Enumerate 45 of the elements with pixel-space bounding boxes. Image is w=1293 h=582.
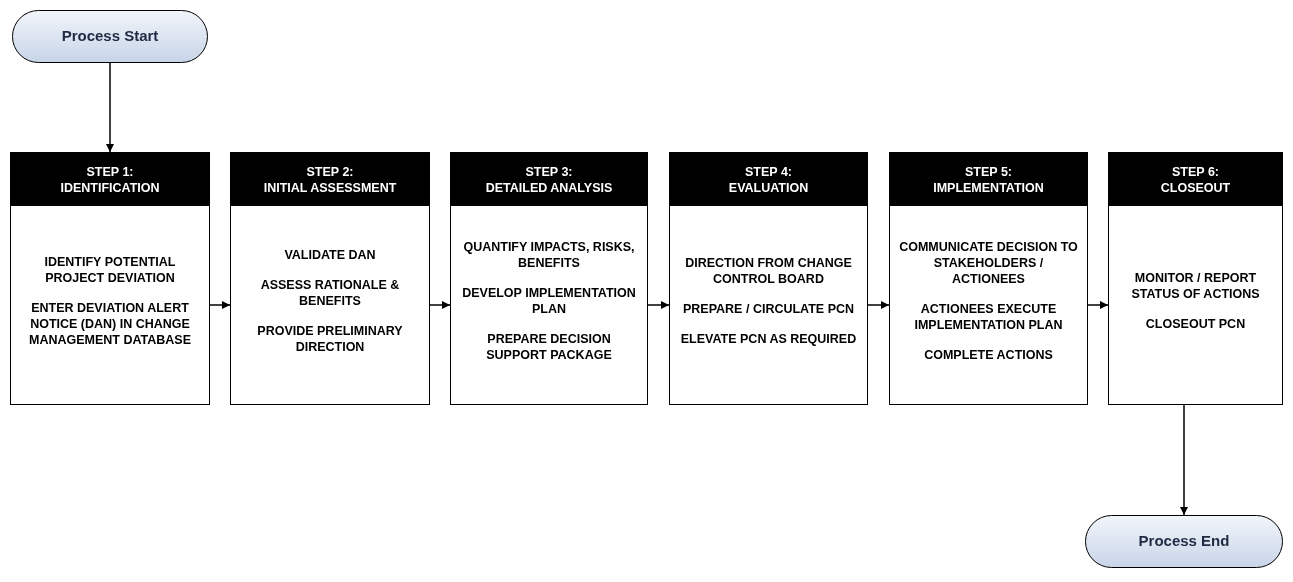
step-title: IDENTIFICATION bbox=[60, 179, 160, 196]
arrow bbox=[209, 301, 231, 309]
step-title: INITIAL ASSESSMENT bbox=[263, 179, 397, 196]
step-task: ENTER DEVIATION ALERT NOTICE (DAN) IN CHANGE MANAGEMENT DATABASE bbox=[28, 300, 192, 348]
step-title: STEP 2: bbox=[306, 163, 354, 180]
step-title: EVALUATION bbox=[728, 179, 809, 196]
step-box bbox=[669, 152, 868, 405]
step-task: QUANTIFY IMPACTS, RISKS, BENEFITS bbox=[462, 239, 636, 271]
step-title: STEP 3: bbox=[525, 163, 573, 180]
step-box bbox=[230, 152, 430, 405]
terminal-label: Process Start bbox=[61, 26, 159, 47]
step-title: STEP 6: bbox=[1172, 163, 1219, 180]
step-box bbox=[1108, 152, 1283, 405]
step-box bbox=[889, 152, 1088, 405]
step-task: ACTIONEES EXECUTE IMPLEMENTATION PLAN bbox=[913, 301, 1064, 333]
step-title: CLOSEOUT bbox=[1160, 179, 1231, 196]
arrow bbox=[1180, 404, 1188, 516]
step-task: COMMUNICATE DECISION TO STAKEHOLDERS / ACTIONEES bbox=[898, 239, 1079, 287]
step-task: MONITOR / REPORT STATUS OF ACTIONS bbox=[1130, 270, 1261, 302]
arrow bbox=[429, 301, 451, 309]
terminal-pill bbox=[12, 10, 208, 63]
step-task: PREPARE DECISION SUPPORT PACKAGE bbox=[485, 331, 613, 363]
step-task: DIRECTION FROM CHANGE CONTROL BOARD bbox=[684, 255, 853, 287]
arrow bbox=[106, 62, 114, 153]
step-task: ASSESS RATIONALE & BENEFITS bbox=[259, 277, 401, 309]
step-box bbox=[10, 152, 210, 405]
step-task: VALIDATE DAN bbox=[284, 247, 376, 263]
terminal-pill bbox=[1085, 515, 1283, 568]
step-task: COMPLETE ACTIONS bbox=[924, 347, 1053, 363]
step-task: IDENTIFY POTENTIAL PROJECT DEVIATION bbox=[43, 254, 177, 286]
step-box bbox=[450, 152, 648, 405]
step-task: CLOSEOUT PCN bbox=[1145, 316, 1246, 332]
terminal-label: Process End bbox=[1138, 531, 1230, 552]
step-title: DETAILED ANALYSIS bbox=[485, 179, 613, 196]
arrow bbox=[647, 301, 670, 309]
step-title: STEP 5: bbox=[965, 163, 1012, 180]
arrow bbox=[1087, 301, 1109, 309]
arrow bbox=[867, 301, 890, 309]
step-task: PREPARE / CIRCULATE PCN bbox=[682, 301, 855, 317]
step-task: DEVELOP IMPLEMENTATION PLAN bbox=[461, 285, 637, 317]
step-task: ELEVATE PCN AS REQUIRED bbox=[680, 331, 857, 347]
step-title: STEP 4: bbox=[745, 163, 792, 180]
step-title: STEP 1: bbox=[86, 163, 134, 180]
step-task: PROVIDE PRELIMINARY DIRECTION bbox=[256, 323, 404, 355]
step-title: IMPLEMENTATION bbox=[933, 179, 1044, 196]
